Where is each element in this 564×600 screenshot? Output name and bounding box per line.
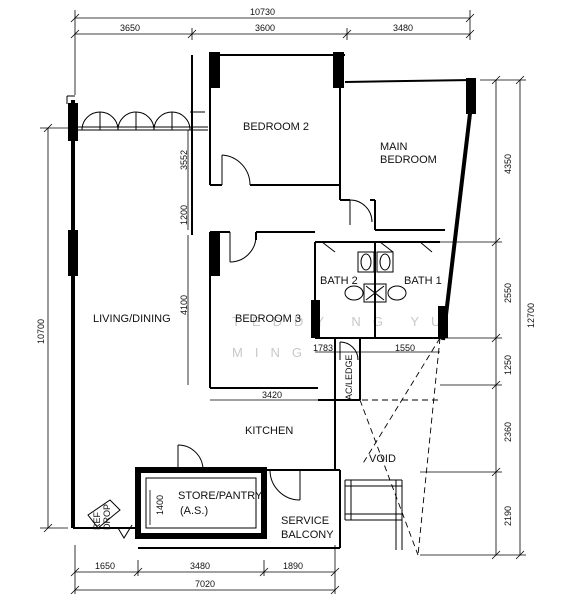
doors bbox=[177, 154, 433, 501]
left-dimensions: 10700 bbox=[36, 123, 68, 533]
label-bath-2: BATH 2 bbox=[320, 275, 358, 287]
dim-inner-1400: 1400 bbox=[155, 495, 165, 515]
dim-left-total: 10700 bbox=[36, 319, 46, 344]
dim-top-3: 3480 bbox=[393, 23, 413, 33]
watermark-line1: TEDDY NG YU bbox=[232, 314, 452, 329]
label-void: VOID bbox=[369, 453, 396, 465]
inner-dimension-lines bbox=[149, 130, 440, 525]
label-ref-drop-1: REF bbox=[92, 511, 102, 530]
dim-inner-4100: 4100 bbox=[179, 295, 189, 315]
dim-right-total: 12700 bbox=[526, 303, 536, 328]
dim-inner-1550: 1550 bbox=[395, 343, 415, 353]
right-dimensions: 12700 4350 2550 1250 2360 2190 bbox=[420, 75, 536, 560]
dim-right-2: 2550 bbox=[503, 283, 513, 303]
balcony-folding-doors bbox=[81, 111, 205, 131]
label-kitchen: KITCHEN bbox=[245, 425, 293, 437]
dim-right-5: 2190 bbox=[503, 506, 513, 526]
watermark-line2: MING bbox=[232, 345, 314, 360]
dim-bottom-total: 7020 bbox=[195, 579, 215, 589]
dim-inner-3552: 3552 bbox=[179, 150, 189, 170]
dim-inner-1783: 1783 bbox=[313, 343, 333, 353]
dim-bottom-3: 1890 bbox=[283, 561, 303, 571]
label-ref-drop-2: DROP bbox=[102, 504, 112, 530]
dim-right-3: 1250 bbox=[503, 355, 513, 375]
label-bedroom-2: BEDROOM 2 bbox=[243, 121, 309, 133]
service-balcony-railing bbox=[344, 479, 403, 550]
dim-bottom-1: 1650 bbox=[95, 561, 115, 571]
columns bbox=[68, 52, 476, 338]
dim-top-1: 3650 bbox=[120, 23, 140, 33]
label-main-bedroom-1: MAIN bbox=[380, 141, 408, 153]
label-bedroom-3: BEDROOM 3 bbox=[235, 313, 301, 325]
dim-inner-3420: 3420 bbox=[262, 390, 282, 400]
label-main-bedroom-2: BEDROOM bbox=[380, 154, 437, 166]
label-store-pantry-2: (A.S.) bbox=[180, 505, 208, 517]
label-bath-1: BATH 1 bbox=[404, 275, 442, 287]
dim-top-2: 3600 bbox=[255, 23, 275, 33]
ref-drop bbox=[87, 499, 133, 539]
label-ac-ledge: AC/LEDGE bbox=[344, 354, 354, 400]
void-area bbox=[359, 337, 441, 556]
top-dimensions: 10730 3650 3600 3480 bbox=[70, 7, 475, 95]
dim-inner-1200: 1200 bbox=[179, 205, 189, 225]
dim-right-4: 2360 bbox=[503, 422, 513, 442]
dim-bottom-2: 3480 bbox=[190, 561, 210, 571]
dim-top-total: 10730 bbox=[250, 7, 275, 17]
bottom-dimensions: 1650 3480 1890 7020 bbox=[70, 545, 340, 595]
bath-fixtures bbox=[344, 251, 407, 303]
dim-right-1: 4350 bbox=[503, 154, 513, 174]
label-store-pantry-1: STORE/PANTRY bbox=[178, 490, 263, 502]
label-living-dining: LIVING/DINING bbox=[93, 313, 171, 325]
label-service-balcony-1: SERVICE bbox=[281, 515, 329, 527]
label-service-balcony-2: BALCONY bbox=[281, 529, 334, 541]
